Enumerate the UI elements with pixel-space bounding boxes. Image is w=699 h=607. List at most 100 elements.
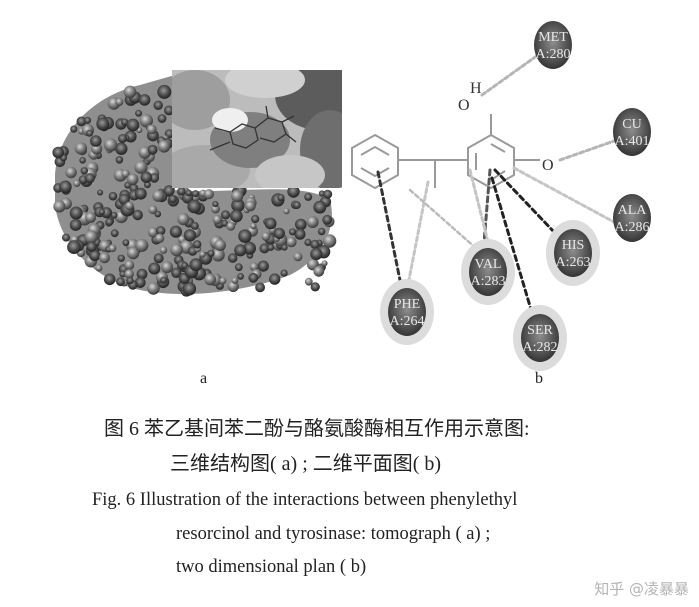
surface-atom — [230, 209, 243, 223]
surface-atom — [146, 124, 157, 135]
surface-atom — [97, 189, 104, 196]
surface-atom — [310, 248, 323, 261]
surface-atom — [132, 209, 143, 221]
surface-atom — [69, 206, 83, 220]
surface-atom — [294, 228, 306, 240]
residue-node — [521, 314, 559, 362]
surface-atom — [147, 227, 159, 238]
surface-atom — [248, 272, 259, 283]
surface-atom — [110, 211, 118, 219]
surface-atom — [288, 228, 297, 236]
residue-name: PHE — [394, 297, 420, 312]
surface-atom — [255, 282, 265, 293]
surface-atom — [135, 238, 149, 252]
surface-atom — [70, 125, 78, 133]
surface-atom — [183, 229, 197, 242]
surface-atom — [74, 142, 88, 155]
surface-atom — [98, 208, 105, 215]
surface-atom — [177, 187, 186, 196]
surface-atom — [214, 239, 226, 251]
surface-atom — [231, 190, 244, 203]
surface-atom — [80, 167, 89, 175]
surface-atom — [59, 180, 72, 194]
surface-atom — [187, 199, 201, 214]
surface-atom — [159, 246, 168, 254]
watermark: 知乎 @凌暴暴 — [594, 580, 689, 598]
surface-atom — [322, 234, 337, 248]
surface-atom — [199, 251, 206, 258]
surface-atom — [117, 254, 125, 262]
surface-atom — [310, 239, 320, 249]
surface-atom — [108, 244, 117, 253]
surface-atom — [321, 260, 328, 267]
ligand-skeleton — [351, 114, 540, 190]
caption-en-line-3: two dimensional plan ( b) — [176, 557, 367, 577]
surface-atom — [95, 264, 103, 272]
surface-atom — [287, 185, 300, 198]
surface-atom — [86, 129, 94, 137]
panel-label-b: b — [535, 370, 543, 387]
surface-atom — [126, 246, 140, 260]
residue-node — [554, 229, 592, 277]
panel-label-a: a — [200, 370, 208, 387]
surface-atom — [306, 216, 319, 228]
surface-atom — [157, 114, 167, 123]
surface-atom — [189, 258, 203, 272]
residue-id: A:263 — [556, 255, 591, 270]
surface-atom — [164, 105, 174, 116]
surface-atom — [105, 217, 114, 226]
surface-atom — [211, 248, 225, 262]
surface-atom — [237, 273, 245, 280]
surface-atom — [134, 160, 148, 174]
surface-atom — [212, 201, 219, 208]
surface-atom — [136, 268, 148, 280]
surface-atom — [143, 181, 151, 189]
surface-atom — [147, 144, 158, 155]
surface-atom — [90, 135, 102, 147]
residue-id: A:283 — [471, 274, 506, 289]
surface-atom — [169, 225, 182, 238]
surface-atom — [177, 213, 190, 226]
surface-atom — [52, 146, 64, 159]
surface-atom — [317, 227, 326, 236]
surface-atom — [156, 226, 166, 236]
protein-surface — [52, 75, 337, 297]
residue-node — [613, 108, 651, 156]
surface-atom — [67, 240, 81, 255]
surface-atom — [127, 173, 139, 185]
surface-atom — [84, 116, 92, 124]
surface-atom — [115, 142, 128, 155]
surface-atom — [62, 233, 70, 242]
atom-o-top: O — [458, 97, 470, 114]
surface-atom — [204, 273, 217, 286]
residue-node — [534, 21, 572, 69]
residue-name: ALA — [618, 203, 648, 218]
surface-atom — [286, 236, 297, 248]
surface-atom — [234, 244, 247, 257]
surface-atom — [226, 221, 236, 231]
surface-atom — [277, 194, 285, 202]
surface-atom — [138, 94, 151, 106]
surface-atom — [110, 229, 119, 238]
surface-atom — [185, 189, 192, 197]
caption-en-line-2: resorcinol and tyrosinase: tomograph ( a… — [176, 524, 491, 544]
surface-atom — [85, 212, 96, 223]
surface-atom — [86, 241, 97, 252]
surface-atom — [148, 205, 158, 215]
atom-h-top: H — [470, 80, 482, 97]
surface-atom — [170, 243, 184, 257]
residue-name: MET — [538, 30, 568, 45]
interaction-diagram: META:280CUA:401ALAA:286HISA:263VALA:283S… — [351, 21, 651, 371]
surface-atom — [153, 253, 164, 264]
surface-atom — [152, 190, 165, 202]
surface-atom — [125, 201, 134, 211]
surface-atom — [212, 214, 222, 225]
surface-atom — [126, 276, 134, 285]
surface-atom — [261, 231, 271, 241]
surface-atom — [153, 100, 163, 111]
